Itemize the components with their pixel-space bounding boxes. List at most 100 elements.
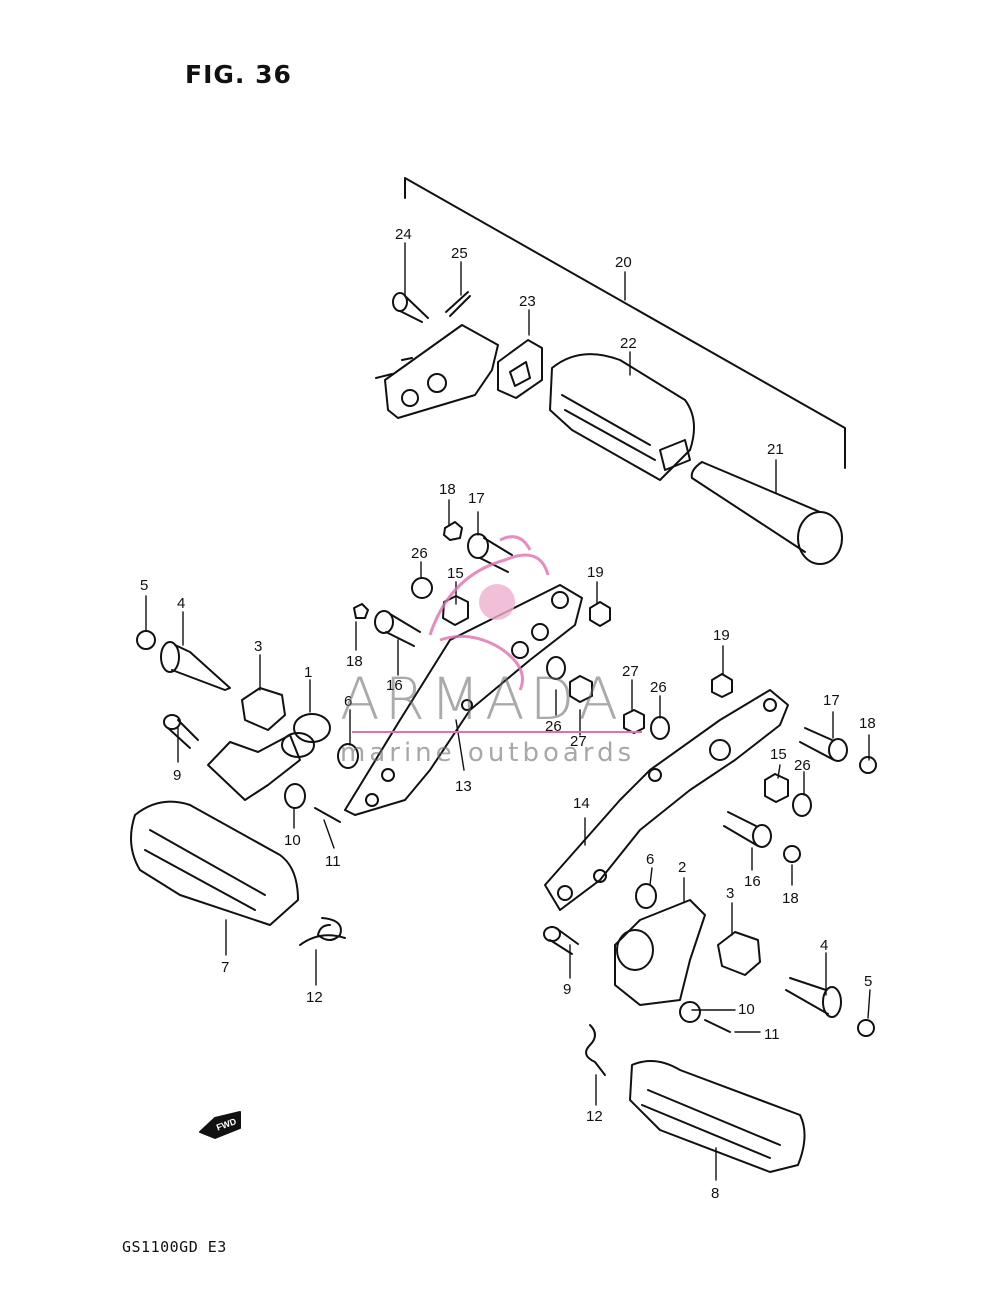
callout-26: 26 (794, 757, 811, 774)
callout-25: 25 (451, 245, 468, 262)
right-cap-18 (859, 756, 877, 774)
callout-5: 5 (140, 577, 148, 594)
callout-leaders (145, 242, 871, 1181)
callout-3: 3 (254, 638, 262, 655)
rear-footrest-bracket (375, 324, 499, 419)
left-pivot-bolt (160, 641, 231, 691)
right-cotter-11 (704, 1019, 731, 1033)
callout-17: 17 (823, 692, 840, 709)
callout-1: 1 (304, 664, 312, 681)
watermark-logo (428, 535, 550, 691)
model-code: GS1100GD E3 (122, 1238, 227, 1256)
assembly-bracket-line (404, 177, 846, 469)
callout-9: 9 (173, 767, 181, 784)
center-washer-26 (546, 656, 566, 680)
right-washer-26 (650, 716, 670, 740)
callout-5: 5 (864, 973, 872, 990)
left-footrest-pin (163, 714, 199, 749)
rear-footrest-shaft (690, 461, 843, 565)
callout-26: 26 (650, 679, 667, 696)
callout-21: 21 (767, 441, 784, 458)
right-pivot-bolt-4 (785, 977, 842, 1018)
callout-15: 15 (770, 746, 787, 763)
right-pin-9 (543, 926, 579, 955)
callout-2: 2 (678, 859, 686, 876)
callout-12: 12 (306, 989, 323, 1006)
watermark-divider (352, 731, 642, 733)
callout-6: 6 (344, 693, 352, 710)
callout-18: 18 (859, 715, 876, 732)
center-nut-19 (589, 601, 611, 627)
callout-16: 16 (386, 677, 403, 694)
left-bushing (241, 687, 286, 731)
left-bolt-cap (136, 630, 156, 650)
callout-numbers: 1 2 3 3 4 4 5 5 6 6 7 8 9 9 10 10 11 11 … (140, 226, 876, 1202)
right-spring-12 (585, 1024, 606, 1076)
callout-7: 7 (221, 959, 229, 976)
right-washer-26b (792, 793, 812, 817)
callout-8: 8 (711, 1185, 719, 1202)
callout-24: 24 (395, 226, 412, 243)
callout-27: 27 (570, 733, 587, 750)
callout-3: 3 (726, 885, 734, 902)
left-cotter (314, 807, 341, 823)
callout-13: 13 (455, 778, 472, 795)
right-bushing-15 (764, 773, 789, 803)
right-washer-10 (679, 1001, 701, 1023)
left-spring (299, 917, 346, 946)
callout-19: 19 (587, 564, 604, 581)
callout-18: 18 (782, 890, 799, 907)
figure-title: FIG. 36 (185, 60, 292, 89)
callout-6: 6 (646, 851, 654, 868)
callout-12: 12 (586, 1108, 603, 1125)
left-footrest-rubber (130, 800, 299, 926)
right-bolt-16 (723, 811, 772, 848)
left-footrest-bracket (344, 584, 583, 816)
rear-footrest-rubber (549, 353, 695, 481)
right-footrest-bracket (544, 689, 789, 911)
right-cap-18b (783, 845, 801, 863)
right-cap-5 (857, 1019, 875, 1037)
watermark-brand: ARMADA (340, 665, 624, 733)
callout-15: 15 (447, 565, 464, 582)
callout-18: 18 (439, 481, 456, 498)
callout-23: 23 (519, 293, 536, 310)
right-bushing-3 (717, 931, 761, 976)
right-nut-19 (711, 673, 733, 698)
forward-arrow (199, 1111, 241, 1139)
right-footrest-holder (614, 899, 706, 1006)
callout-14: 14 (573, 795, 590, 812)
watermark-tagline: marine outboards (340, 738, 636, 768)
center-nut-small (353, 603, 369, 619)
right-nut-27 (623, 709, 645, 734)
callout-11: 11 (764, 1026, 780, 1043)
callout-22: 22 (620, 335, 637, 352)
callout-17: 17 (468, 490, 485, 507)
callout-4: 4 (177, 595, 185, 612)
callout-26: 26 (411, 545, 428, 562)
rear-footrest-pin (392, 292, 429, 323)
center-nut-27 (569, 675, 593, 703)
left-washer (284, 783, 306, 809)
left-footrest-holder (207, 734, 301, 801)
callout-10: 10 (284, 832, 301, 849)
callout-18: 18 (346, 653, 363, 670)
center-nut (443, 521, 463, 541)
callout-9: 9 (563, 981, 571, 998)
callout-26: 26 (545, 718, 562, 735)
callout-10: 10 (738, 1001, 755, 1018)
center-washer (411, 577, 433, 599)
center-washer-6 (337, 743, 359, 769)
rear-cotter-pin (445, 291, 471, 317)
rear-footrest-plate (497, 339, 543, 399)
center-bolt-lower (374, 610, 421, 647)
callout-4: 4 (820, 937, 828, 954)
callout-27: 27 (622, 663, 639, 680)
right-washer-6 (635, 883, 657, 909)
callout-19: 19 (713, 627, 730, 644)
callout-11: 11 (325, 853, 341, 870)
right-bolt-17 (799, 727, 848, 762)
right-footrest-rubber (629, 1060, 806, 1173)
